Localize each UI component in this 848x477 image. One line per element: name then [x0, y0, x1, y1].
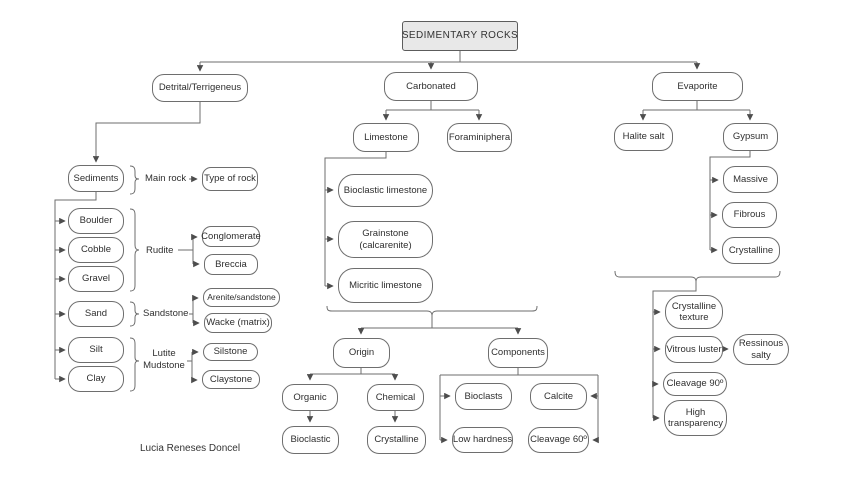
- label-lutite-mudstone: Lutite Mudstone: [143, 348, 185, 371]
- brace-lutite: [129, 337, 140, 392]
- node-detrital-terrigeneus: Detrital/Terrigeneus: [152, 74, 248, 102]
- node-arenite-sandstone: Arenite/sandstone: [203, 288, 280, 307]
- node-sand: Sand: [68, 301, 124, 327]
- node-limestone: Limestone: [353, 123, 419, 152]
- node-origin: Origin: [333, 338, 390, 368]
- underbrace-gypsum: [614, 270, 781, 283]
- connectors-top-tree: [196, 51, 701, 72]
- node-wacke-matrix: Wacke (matrix): [204, 313, 272, 333]
- node-sediments: Sediments: [68, 165, 124, 192]
- node-silstone: Silstone: [203, 343, 258, 361]
- label-sandstone: Sandstone: [143, 308, 189, 319]
- node-gravel: Gravel: [68, 266, 124, 292]
- node-claystone: Claystone: [202, 370, 260, 389]
- node-boulder: Boulder: [68, 208, 124, 234]
- node-vitrous-luster: Vitrous luster: [665, 336, 723, 363]
- node-conglomerate: Conglomerate: [201, 226, 261, 247]
- node-silt: Silt: [68, 337, 124, 363]
- node-cleavage-90: Cleavage 90º: [663, 372, 727, 396]
- node-chemical: Chemical: [367, 384, 424, 411]
- label-rudite: Rudite: [146, 245, 174, 256]
- node-calcite: Calcite: [530, 383, 587, 410]
- node-carbonated: Carbonated: [384, 72, 478, 101]
- connectors-evaporite: [614, 101, 781, 422]
- node-low-hardness: Low hardness: [452, 427, 513, 453]
- author-credit: Lucia Reneses Doncel: [140, 443, 241, 454]
- node-gypsum: Gypsum: [723, 123, 778, 151]
- node-organic: Organic: [282, 384, 338, 411]
- label-main-rock: Main rock: [145, 173, 187, 184]
- node-bioclasts: Bioclasts: [455, 383, 512, 410]
- node-cleavage-60: Cleavage 60º: [528, 427, 589, 453]
- connectors-detrital: [54, 102, 201, 392]
- node-components: Components: [488, 338, 548, 368]
- node-crystalline-texture: Crystalline texture: [665, 295, 723, 329]
- brace-rudite: [129, 208, 140, 292]
- node-massive: Massive: [723, 166, 778, 193]
- node-type-of-rock: Type of rock: [202, 167, 258, 191]
- node-ressinous-salty: Ressinous salty: [733, 334, 789, 365]
- node-high-transparency: High transparency: [664, 400, 727, 436]
- brace-main-rock: [129, 165, 140, 195]
- brace-sandstone: [129, 301, 140, 327]
- node-crystalline-chemical: Crystalline: [367, 426, 426, 454]
- node-grainstone-calcarenite: Grainstone (calcarenite): [338, 221, 433, 258]
- node-fibrous: Fibrous: [722, 202, 777, 228]
- connectors-carbonated: [306, 101, 599, 444]
- node-sedimentary-rocks: SEDIMENTARY ROCKS: [402, 21, 518, 51]
- node-clay: Clay: [68, 366, 124, 392]
- node-halite-salt: Halite salt: [614, 123, 673, 151]
- node-foraminiphera: Foraminiphera: [447, 123, 512, 152]
- node-cobble: Cobble: [68, 237, 124, 263]
- node-bioclastic: Bioclastic: [282, 426, 339, 454]
- node-evaporite: Evaporite: [652, 72, 743, 101]
- node-breccia: Breccia: [204, 254, 258, 275]
- node-micritic-limestone: Micritic limestone: [338, 268, 433, 303]
- node-crystalline-gypsum: Crystalline: [722, 237, 780, 264]
- underbrace-limestone: [326, 305, 538, 317]
- node-bioclastic-limestone: Bioclastic limestone: [338, 174, 433, 207]
